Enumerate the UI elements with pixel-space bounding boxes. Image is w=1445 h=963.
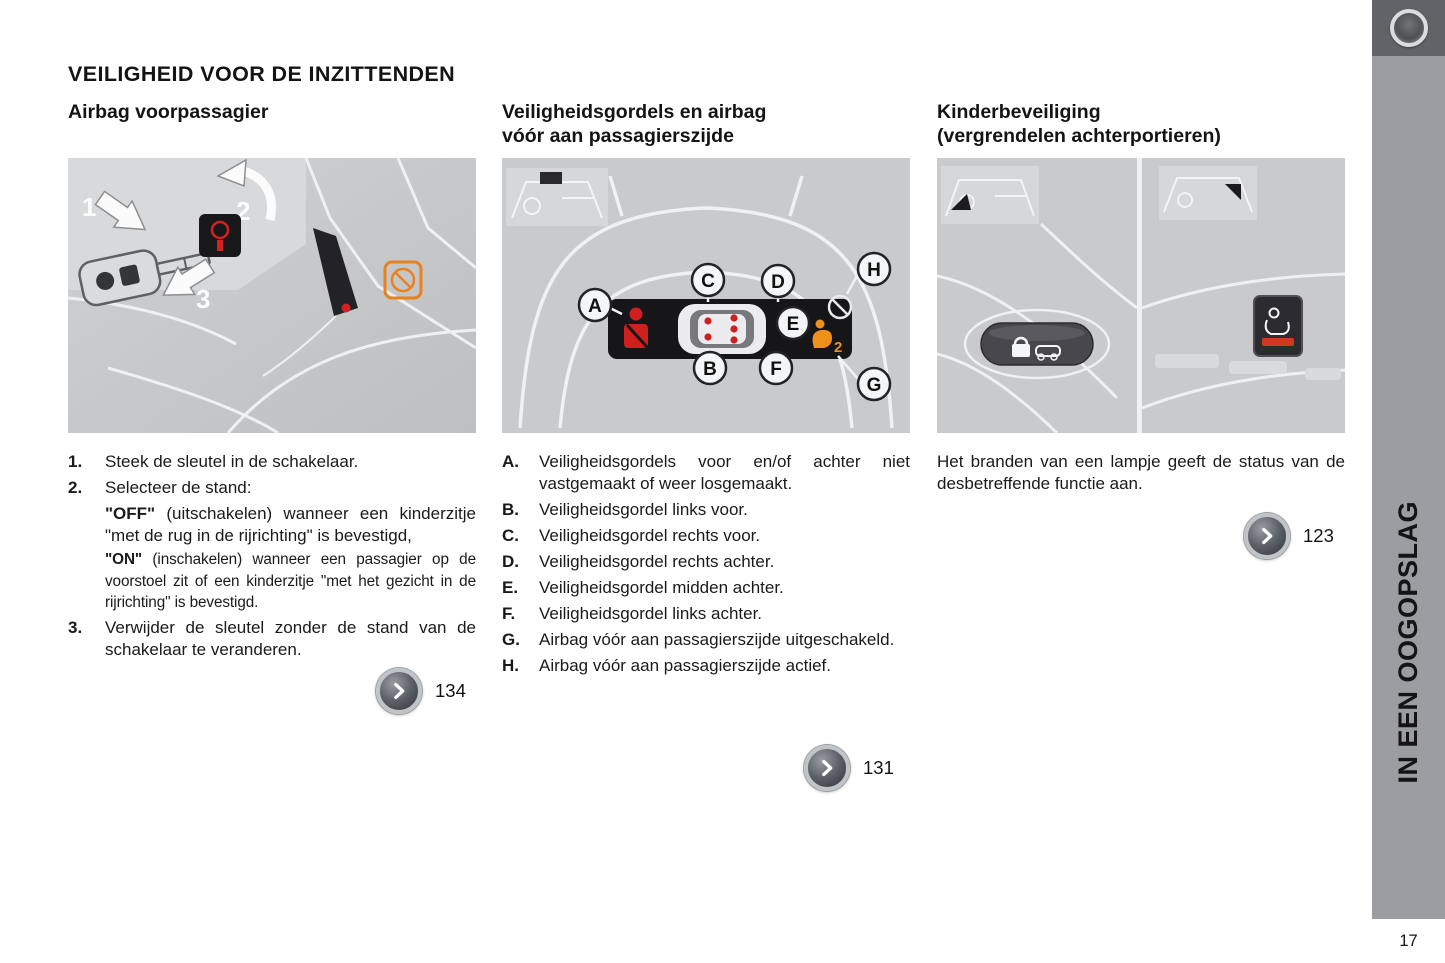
- airbag-off-icon: [383, 260, 423, 300]
- dashboard-inset-left: [941, 166, 1039, 224]
- off-paragraph: "OFF" (uitschakelen) wanneer een kinderz…: [105, 503, 476, 546]
- chapter-label-box: IN EEN OOGOPSLAG: [1372, 458, 1445, 826]
- door-lines-left: [937, 222, 1138, 433]
- section-airbag-voorpassagier: Airbag voorpassagier: [68, 100, 476, 665]
- step-arrow-1: 1: [82, 190, 147, 231]
- svg-text:G: G: [867, 375, 882, 396]
- chapter-knob-icon: [1389, 9, 1428, 47]
- legend-item: H. Airbag vóór aan passagierszijde actie…: [502, 656, 831, 675]
- section-title-belts: Veiligheidsgordels en airbag vóór aan pa…: [502, 100, 910, 158]
- legend-item: A. Veiligheidsgordels voor en/of achter …: [502, 452, 910, 493]
- svg-text:D: D: [771, 272, 785, 293]
- right-panel: [1141, 166, 1345, 410]
- step-number: 2.: [68, 478, 83, 497]
- step-arrow-3: 3: [162, 258, 216, 314]
- section-kinderbeveiliging: Kinderbeveiliging (vergrendelen achterpo…: [937, 100, 1345, 495]
- goto-page-button[interactable]: [1244, 513, 1290, 559]
- goto-page-button[interactable]: [376, 668, 422, 714]
- svg-text:3: 3: [196, 284, 210, 314]
- page-ref-number: 134: [435, 680, 466, 701]
- lock-icon: [1012, 336, 1061, 361]
- instrument-display: 2: [608, 294, 853, 359]
- airbag-steps: 1. Steek de sleutel in de schakelaar. 2.…: [68, 451, 476, 661]
- svg-text:F: F: [770, 359, 782, 380]
- legend-item: F. Veiligheidsgordel links achter.: [502, 604, 763, 623]
- chevron-right-icon: [822, 759, 833, 777]
- airbag-switch-illustration: 1 2 3: [68, 158, 476, 433]
- switch-pointer: [262, 228, 358, 377]
- belts-legend: A. Veiligheidsgordels voor en/of achter …: [502, 451, 910, 677]
- on-label: "ON": [105, 551, 143, 568]
- no-belt-icon: [827, 294, 853, 320]
- chevron-right-icon: [1262, 527, 1273, 545]
- panel-divider: [1137, 158, 1142, 433]
- step-text: Steek de sleutel in de schakelaar.: [105, 452, 359, 471]
- svg-text:E: E: [787, 314, 800, 335]
- title-line-1: Kinderbeveiliging: [937, 101, 1101, 123]
- step-3: 3. Verwijder de sleutel zonder de stand …: [68, 617, 476, 661]
- chapter-sidebar: IN EEN OOGOPSLAG 17: [1372, 0, 1445, 963]
- title-line-2: (vergrendelen achterportieren): [937, 125, 1221, 147]
- section-veiligheidsgordels: Veiligheidsgordels en airbag vóór aan pa…: [502, 100, 910, 681]
- svg-text:A: A: [588, 296, 602, 317]
- central-lock-button: [980, 322, 1094, 366]
- left-panel: [937, 166, 1138, 433]
- section-title-childlock: Kinderbeveiliging (vergrendelen achterpo…: [937, 100, 1345, 158]
- svg-text:H: H: [867, 260, 881, 281]
- off-label: "OFF": [105, 504, 156, 523]
- on-paragraph: "ON" (inschakelen) wanneer een passagier…: [105, 549, 476, 614]
- childlock-text: Het branden van een lampje geeft de stat…: [937, 452, 1345, 493]
- svg-text:B: B: [703, 359, 717, 380]
- page-ref-childlock: 123: [1244, 513, 1334, 559]
- chevron-right-icon: [394, 682, 405, 700]
- diagram-labels: A B C D E F G H: [577, 251, 892, 402]
- step-number: 3.: [68, 617, 83, 637]
- interior-lines: [68, 158, 476, 433]
- svg-text:1: 1: [82, 192, 96, 222]
- step-2: 2. Selecteer de stand:: [68, 477, 476, 499]
- seatbelt-display-illustration: 2 A B C D E: [502, 158, 910, 433]
- title-line-1: Veiligheidsgordels en airbag: [502, 101, 767, 123]
- child-lock-illustration: [937, 158, 1345, 433]
- page-number: 17: [1372, 919, 1445, 963]
- page-title: VEILIGHEID VOOR DE INZITTENDEN: [68, 62, 456, 86]
- svg-text:2: 2: [834, 339, 842, 356]
- on-text: (inschakelen) wanneer een passagier op d…: [105, 551, 476, 611]
- page-ref-number: 123: [1303, 525, 1334, 546]
- legend-item: C. Veiligheidsgordel rechts voor.: [502, 526, 761, 545]
- airbag-passenger-icon: 2: [812, 319, 842, 356]
- legend-item: E. Veiligheidsgordel midden achter.: [502, 578, 784, 597]
- page-ref-airbag: 134: [376, 668, 466, 714]
- child-seat-icon: [1264, 307, 1290, 335]
- section-title-airbag: Airbag voorpassagier: [68, 101, 269, 123]
- key-fob: [78, 249, 211, 307]
- step-number: 1.: [68, 452, 83, 471]
- svg-text:C: C: [701, 271, 715, 292]
- chapter-tab: [1372, 0, 1445, 56]
- ignition-switch-detail: [199, 214, 241, 257]
- dashboard-inset-right: [1159, 166, 1257, 220]
- legend-item: B. Veiligheidsgordel links voor.: [502, 500, 748, 519]
- step-arrow-2: 2: [216, 158, 276, 226]
- step-1: 1. Steek de sleutel in de schakelaar.: [68, 451, 476, 473]
- legend-item: D. Veiligheidsgordel rechts achter.: [502, 552, 775, 571]
- goto-page-button[interactable]: [804, 745, 850, 791]
- legend-item: G. Airbag vóór aan passagierszijde uitge…: [502, 630, 895, 649]
- chapter-label: IN EEN OOGOPSLAG: [1393, 500, 1423, 784]
- page-ref-number: 131: [863, 757, 894, 778]
- seatbelt-warning-icon: [624, 307, 649, 349]
- window-switches: [1155, 354, 1341, 380]
- off-text: (uitschakelen) wanneer een kinderzitje "…: [105, 504, 476, 545]
- page-ref-belts: 131: [804, 745, 894, 791]
- step-text: Selecteer de stand:: [105, 478, 252, 497]
- dashboard-inset: [506, 168, 608, 226]
- title-line-2: vóór aan passagierszijde: [502, 125, 734, 147]
- child-lock-button: [1253, 295, 1303, 357]
- step-text: Verwijder de sleutel zonder de stand van…: [105, 617, 476, 659]
- car-seats-diagram: [678, 304, 766, 354]
